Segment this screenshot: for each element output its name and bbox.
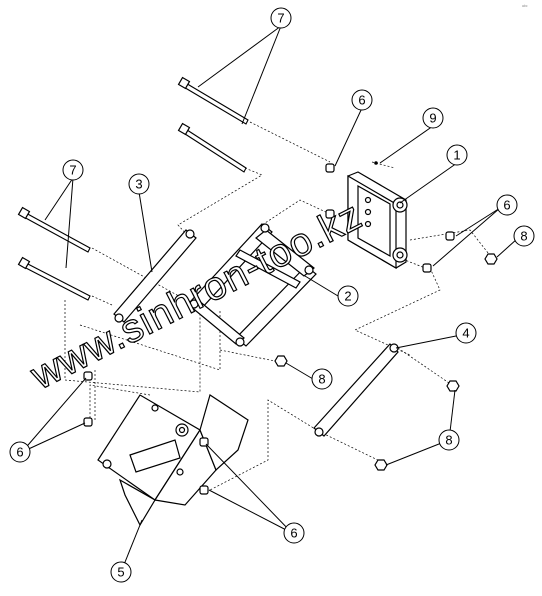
callout-6-right: 6: [496, 194, 518, 216]
bushing-right-b: [422, 263, 432, 273]
nut-right: [484, 253, 498, 265]
watermark-text: www.sinhron-too.kz: [23, 193, 369, 398]
callout-label: 9: [429, 111, 436, 126]
corner-mark: ᵃᵇᶜ: [522, 4, 528, 10]
callout-8-right: 8: [513, 225, 535, 247]
callout-label: 6: [358, 93, 365, 108]
callout-6-top: 6: [351, 89, 373, 111]
callout-8-lower: 8: [438, 429, 460, 451]
callout-9: 9: [422, 107, 444, 129]
nut-center: [274, 355, 288, 367]
callout-7-left: 7: [62, 159, 84, 181]
bushing-top: [325, 163, 335, 173]
watermark: www.sinhron-too.kz: [23, 193, 370, 399]
callout-4: 4: [455, 322, 477, 344]
callout-7-top: 7: [270, 7, 292, 29]
frame-2: [189, 223, 317, 347]
callout-3: 3: [128, 173, 150, 195]
callout-label: 2: [344, 289, 351, 304]
callout-label: 3: [135, 177, 142, 192]
callout-label: 6: [16, 445, 23, 460]
bracket-plate-1: [347, 171, 408, 270]
nut-lower-right-b: [374, 459, 388, 471]
bushing-left-b: [83, 417, 93, 427]
bolt-upper-pair: [177, 76, 249, 173]
callout-label: 1: [453, 148, 460, 163]
callout-2: 2: [337, 285, 359, 307]
callout-6-bottom: 6: [283, 522, 305, 544]
callout-label: 6: [503, 198, 510, 213]
callout-label: 5: [117, 565, 124, 580]
bushing-bottom-b: [199, 485, 209, 495]
link-bar-4: [313, 343, 399, 437]
callout-6-left: 6: [9, 441, 31, 463]
bushing-mid: [325, 209, 335, 219]
callout-label: 8: [445, 433, 452, 448]
bolt-left-pair: [17, 206, 91, 301]
nuts-8: [274, 253, 498, 471]
callout-5: 5: [110, 561, 132, 583]
nut-lower-right-a: [446, 380, 460, 392]
callout-label: 7: [277, 11, 284, 26]
pin-9: [374, 161, 378, 165]
callout-label: 7: [69, 163, 76, 178]
link-bar-3: [113, 229, 197, 323]
bushing-right-a: [445, 231, 455, 241]
callout-8-center: 8: [311, 368, 333, 390]
callout-label: 8: [520, 229, 527, 244]
callout-label: 4: [462, 326, 469, 341]
callout-label: 6: [290, 526, 297, 541]
callout-label: 8: [318, 372, 325, 387]
callout-1: 1: [446, 144, 468, 166]
leader-lines: [21, 25, 518, 573]
mounting-bracket-5: [97, 394, 249, 527]
